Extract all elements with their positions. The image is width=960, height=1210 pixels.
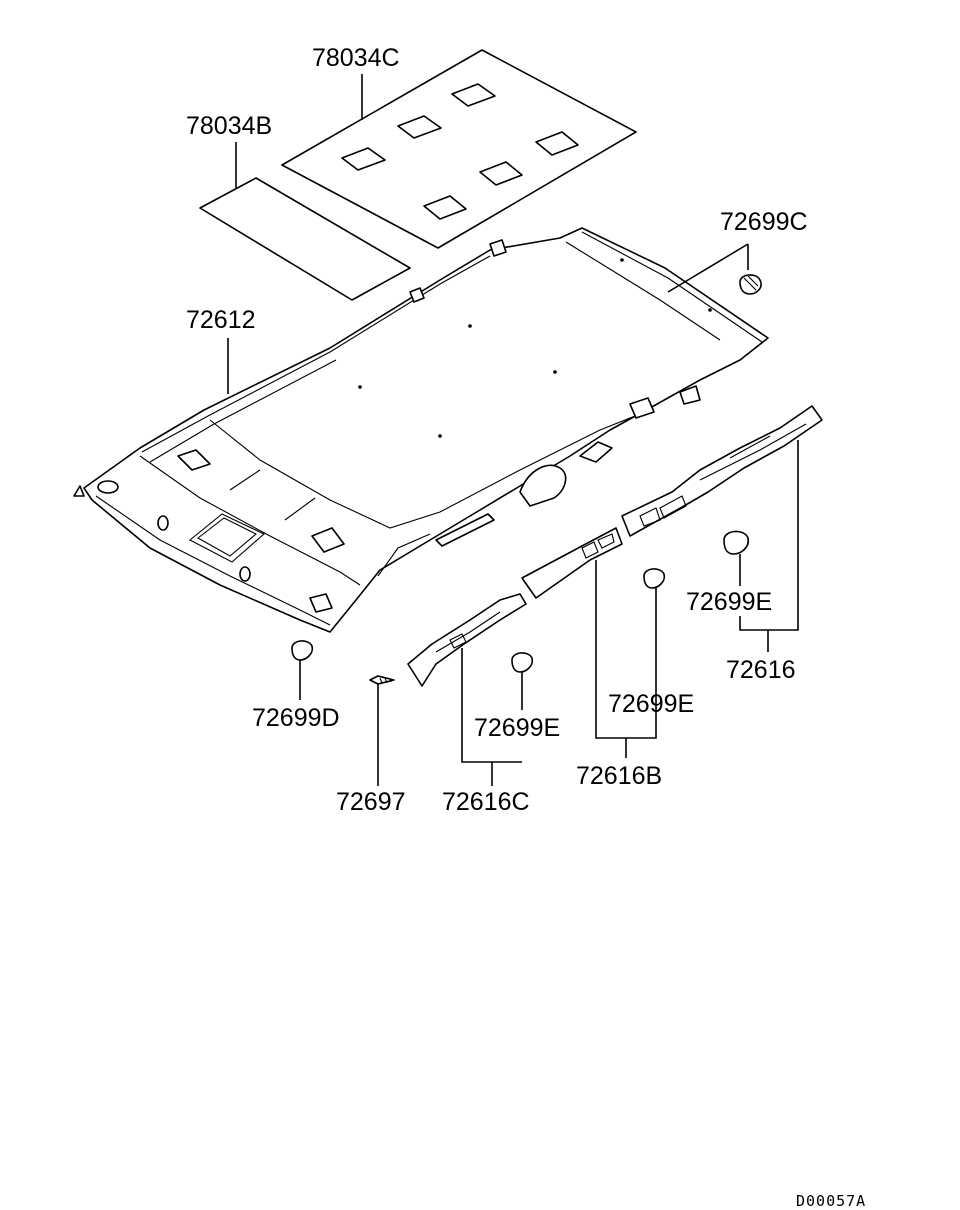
clip-72699E-a	[511, 652, 534, 673]
screw-72697	[369, 675, 395, 685]
clip-72699E-c	[723, 530, 750, 555]
trim-72616	[621, 405, 823, 537]
clip-72699C	[739, 274, 762, 295]
callout-72699E-3: 72699E	[686, 588, 772, 616]
callout-72616C: 72616C	[442, 788, 530, 816]
headlining-72612	[73, 227, 769, 633]
leader-lines	[227, 74, 799, 786]
callout-72616: 72616	[726, 656, 796, 684]
callout-72699E-2: 72699E	[608, 690, 694, 718]
callout-72612: 72612	[186, 306, 256, 334]
callout-72699D: 72699D	[252, 704, 340, 732]
trim-72616B	[521, 527, 623, 599]
callout-72616B: 72616B	[576, 762, 662, 790]
callout-78034C: 78034C	[312, 44, 400, 72]
diagram-code: D00057A	[796, 1192, 866, 1210]
callout-72699C: 72699C	[720, 208, 808, 236]
trim-72616C	[407, 593, 527, 687]
insulator-pad-78034C	[281, 49, 637, 249]
callout-72699E-1: 72699E	[474, 714, 560, 742]
callout-78034B: 78034B	[186, 112, 272, 140]
clip-72699D	[291, 640, 314, 661]
clip-72699E-b	[643, 568, 666, 589]
insulator-pad-78034B	[199, 177, 411, 301]
callout-72697: 72697	[336, 788, 406, 816]
